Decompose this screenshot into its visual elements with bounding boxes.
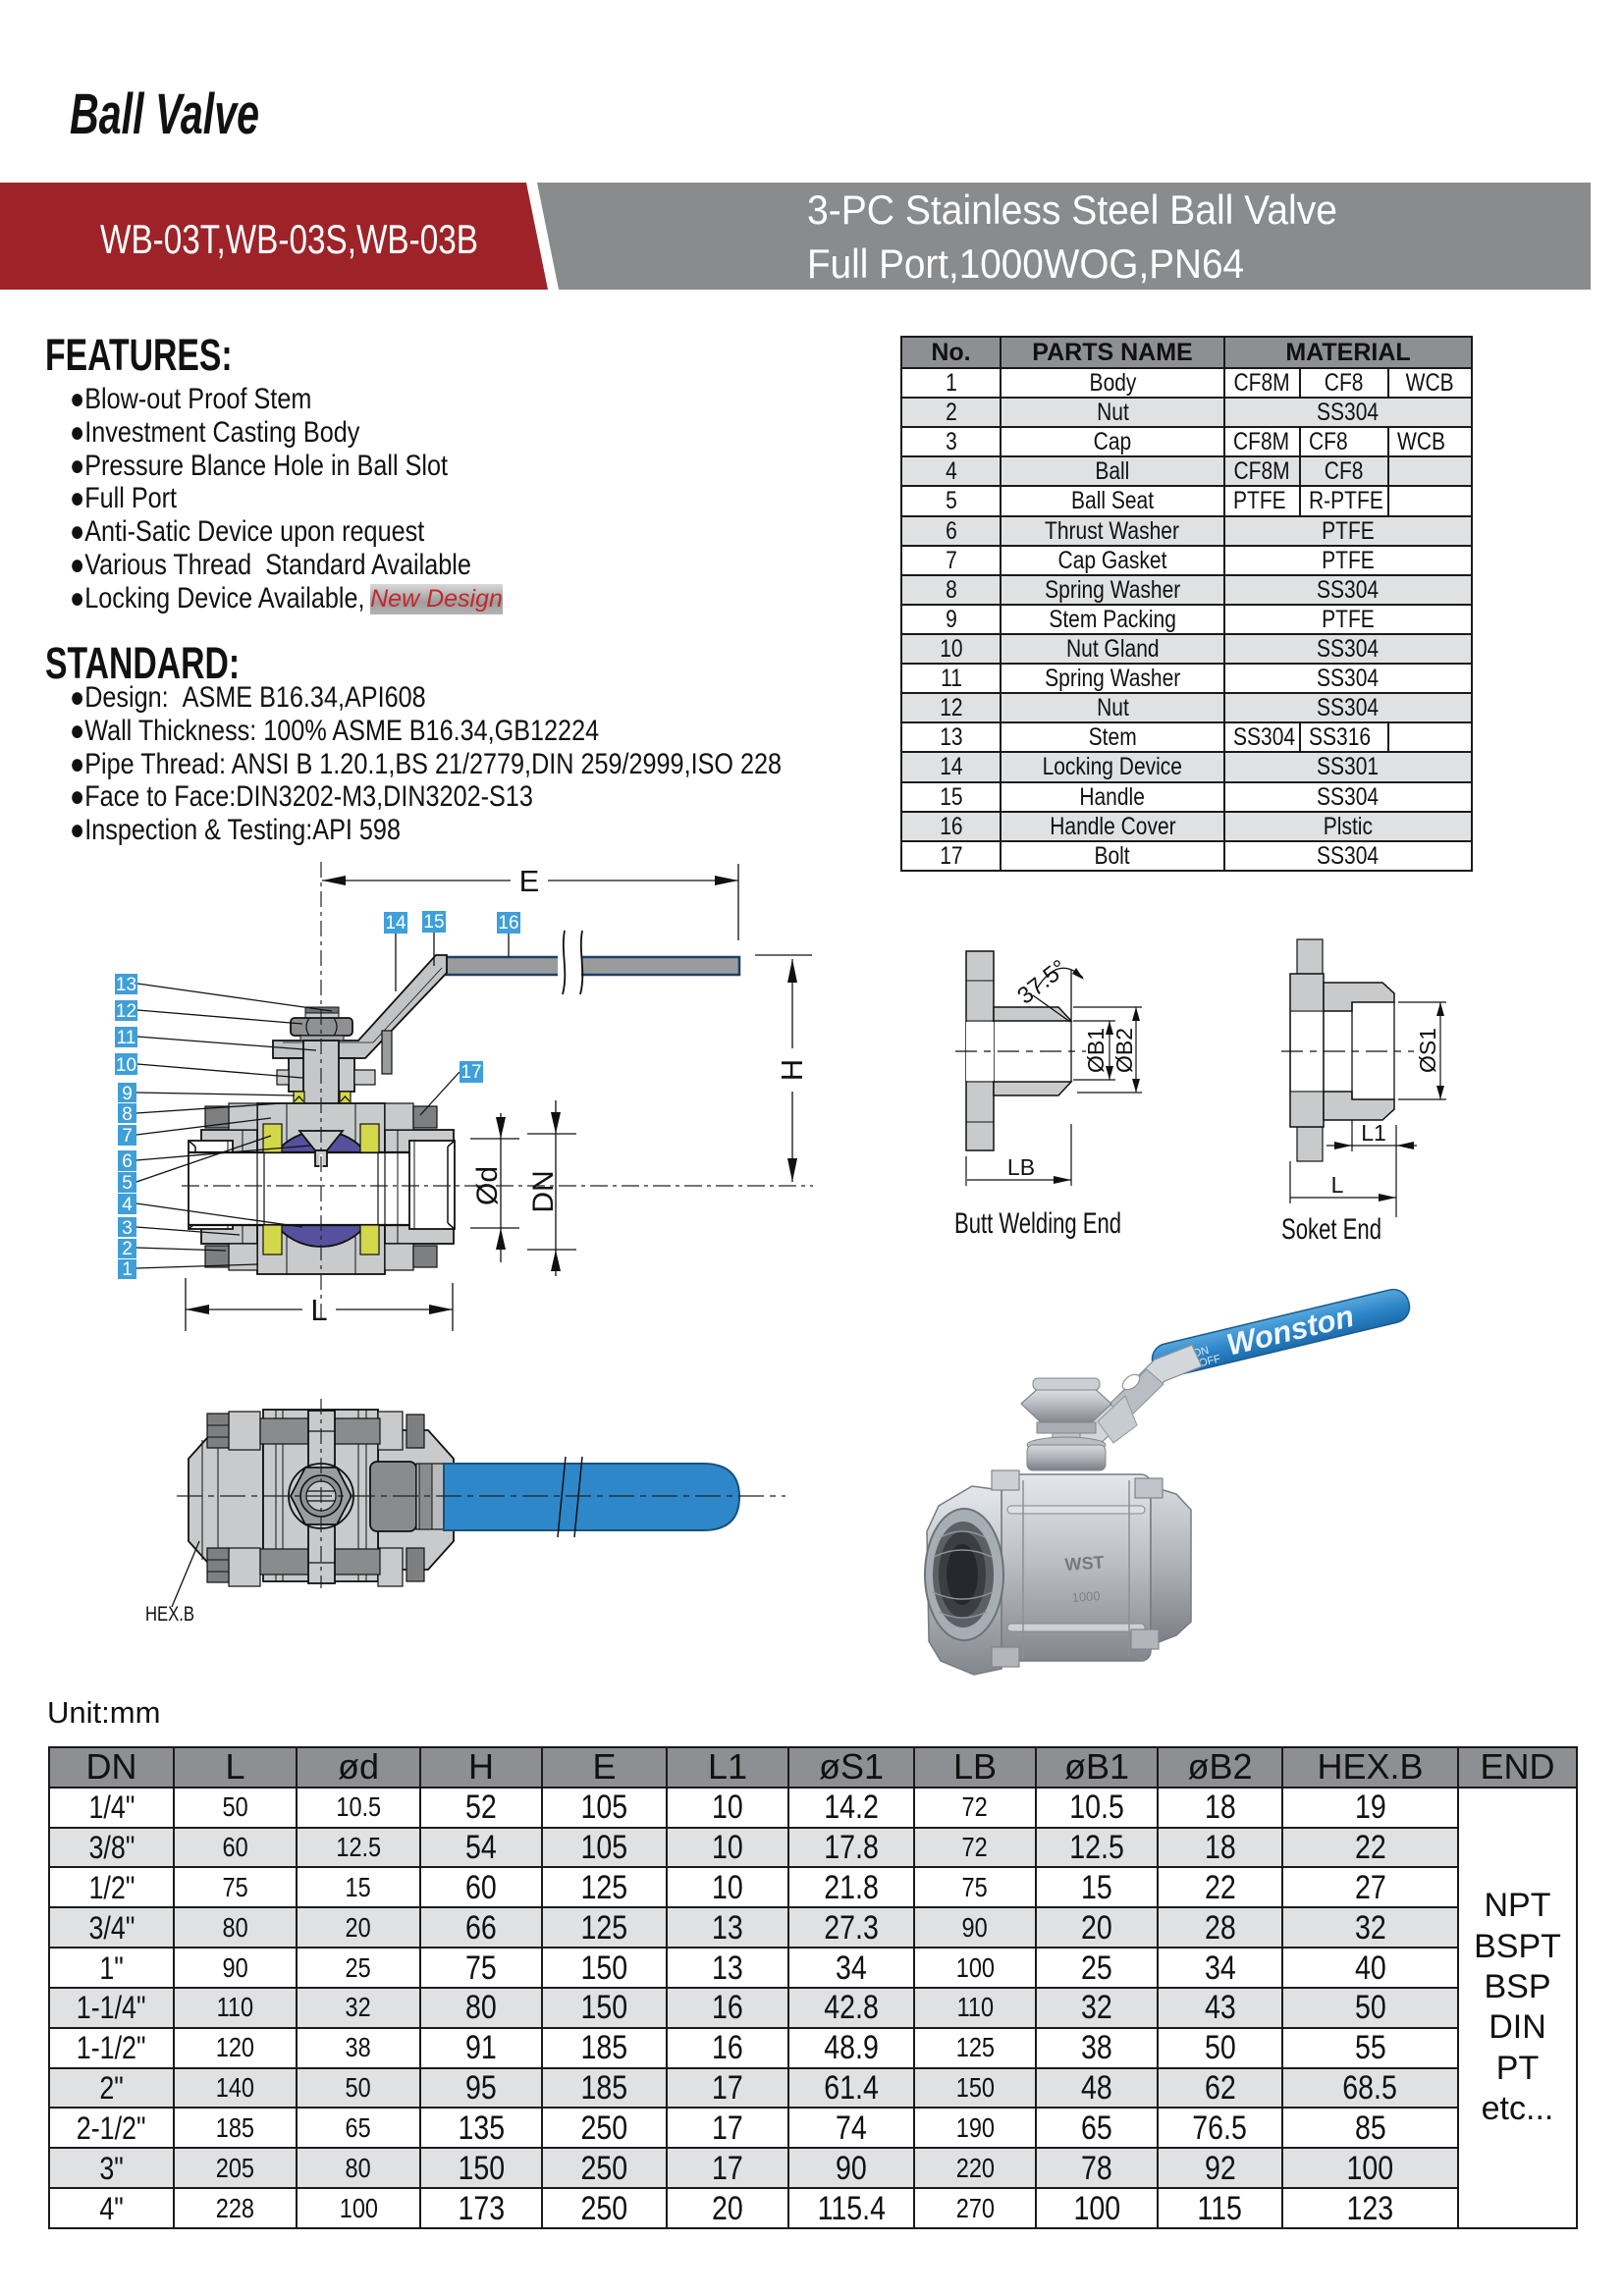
svg-text:WST: WST [1064,1552,1105,1575]
svg-text:E: E [519,864,540,898]
svg-text:14: 14 [385,913,406,934]
svg-text:16: 16 [498,913,518,934]
svg-text:ØB2: ØB2 [1111,1028,1137,1073]
svg-text:12: 12 [116,1001,136,1022]
svg-text:4: 4 [122,1195,133,1215]
svg-text:3-PC Stainless Steel Ball Valv: 3-PC Stainless Steel Ball Valve [807,187,1337,233]
svg-text:13: 13 [116,975,136,995]
svg-text:OFF: OFF [1198,1353,1221,1369]
svg-text:HEX.B: HEX.B [145,1603,194,1626]
svg-text:10: 10 [116,1055,136,1076]
svg-text:L: L [310,1293,327,1327]
svg-text:Full Port,1000WOG,PN64: Full Port,1000WOG,PN64 [807,240,1244,287]
svg-text:5: 5 [122,1173,133,1194]
svg-text:DN: DN [527,1170,560,1212]
svg-text:2: 2 [122,1239,133,1259]
svg-text:H: H [775,1059,809,1081]
svg-text:L1: L1 [1361,1120,1386,1146]
svg-text:Butt Welding End: Butt Welding End [954,1207,1121,1240]
svg-text:ØB1: ØB1 [1083,1028,1109,1073]
svg-text:17: 17 [460,1062,481,1083]
svg-text:11: 11 [117,1028,136,1048]
svg-text:8: 8 [122,1104,133,1125]
svg-text:LB: LB [1007,1154,1035,1180]
svg-text:WB-03T,WB-03S,WB-03B: WB-03T,WB-03S,WB-03B [100,216,478,262]
svg-text:15: 15 [423,912,444,933]
svg-text:Soket End: Soket End [1281,1213,1381,1246]
svg-text:ØS1: ØS1 [1415,1028,1440,1073]
svg-text:9: 9 [122,1084,133,1104]
svg-text:7: 7 [122,1126,133,1147]
svg-text:1: 1 [122,1259,133,1280]
svg-text:1000: 1000 [1071,1588,1101,1605]
svg-text:6: 6 [122,1151,133,1172]
svg-text:Wonston: Wonston [1223,1299,1358,1362]
svg-text:3: 3 [122,1218,133,1239]
svg-text:L: L [1331,1172,1344,1198]
